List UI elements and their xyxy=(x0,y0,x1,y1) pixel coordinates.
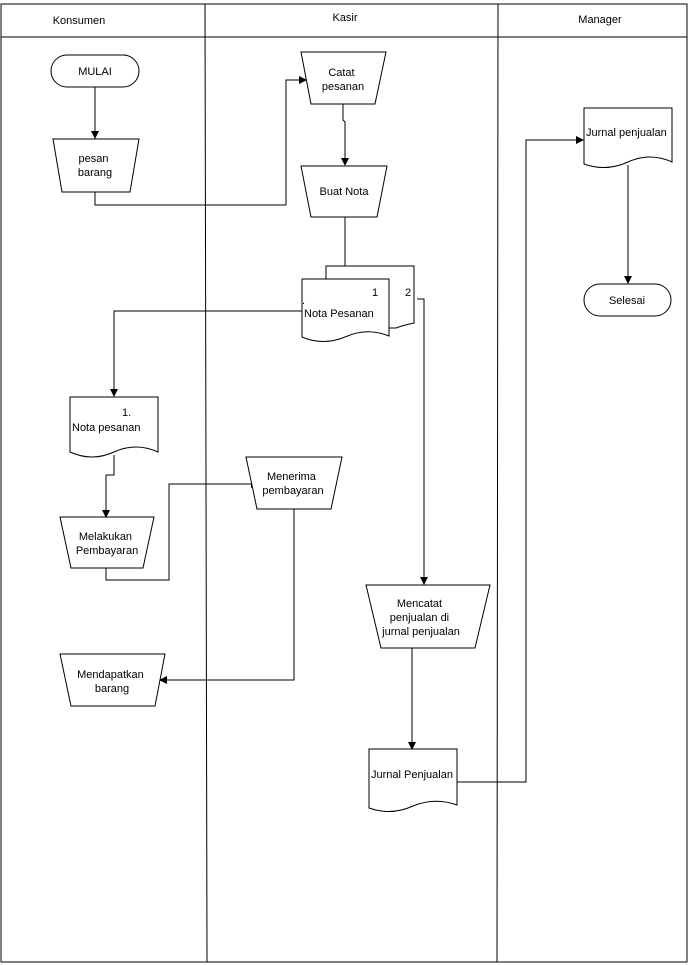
connector-nota-notakonsumen xyxy=(110,310,302,397)
connector-nota2-mencatat xyxy=(417,298,428,585)
diagram-frame xyxy=(0,3,688,963)
nota-pesanan-copy-1 xyxy=(301,278,390,342)
nota-pesanan-label: Nota Pesanan xyxy=(304,308,374,320)
connector-menerima-mendapatkan xyxy=(159,509,295,684)
jurnal-penjualan-manager-document: Jurnal penjualan xyxy=(583,107,673,168)
nota-copy-1-number: 1 xyxy=(372,287,378,299)
jurnal-penjualan-kasir-document: Jurnal Penjualan xyxy=(368,748,458,812)
jurnal-penjualan-manager-label: Jurnal penjualan xyxy=(586,127,667,139)
nota-dot: . xyxy=(302,295,305,307)
nota-konsumen-copy-number: 1. xyxy=(122,407,131,419)
nota-pesanan-document-stack: 2 1 . Nota Pesanan xyxy=(301,265,415,342)
lane-title-kasir: Kasir xyxy=(332,12,357,24)
buat-nota-label: Buat Nota xyxy=(320,186,370,198)
mendapatkan-barang-step: Mendapatkan barang xyxy=(59,653,166,707)
end-terminator: Selesai xyxy=(583,283,672,317)
melakukan-pembayaran-step: Melakukan Pembayaran xyxy=(59,516,155,569)
connector-catat-buatnota xyxy=(341,104,349,166)
connector-pesan-catat xyxy=(94,76,307,206)
end-label: Selesai xyxy=(609,295,645,307)
start-terminator: MULAI xyxy=(50,54,140,88)
lane-divider-2 xyxy=(496,3,499,963)
buat-nota-step: Buat Nota xyxy=(300,165,388,218)
pesan-barang-label: pesan barang xyxy=(78,153,112,179)
pesan-barang-step: pesan barang xyxy=(52,138,140,193)
menerima-pembayaran-label: Menerima pembayaran xyxy=(262,471,323,497)
start-label: MULAI xyxy=(78,66,112,78)
lane-title-manager: Manager xyxy=(578,14,622,26)
connector-jurnal-jurnalmanager xyxy=(457,136,584,783)
lane-title-konsumen: Konsumen xyxy=(53,15,106,27)
lane-divider-1 xyxy=(204,3,208,963)
catat-pesanan-step: Catat pesanan xyxy=(300,51,387,105)
nota-pesanan-konsumen-document: 1. Nota pesanan xyxy=(69,396,159,458)
melakukan-pembayaran-label: Melakukan Pembayaran xyxy=(76,531,138,557)
mencatat-penjualan-label: Mencatat penjualan di jurnal penjualan xyxy=(381,598,460,638)
mendapatkan-barang-label: Mendapatkan barang xyxy=(77,669,147,695)
connector-notakonsumen-melakukan xyxy=(102,455,115,518)
jurnal-penjualan-kasir-label: Jurnal Penjualan xyxy=(371,769,453,781)
nota-konsumen-label: Nota pesanan xyxy=(72,422,141,434)
catat-pesanan-label: Catat pesanan xyxy=(322,67,364,93)
connector-melakukan-menerima xyxy=(105,480,259,581)
menerima-pembayaran-step: Menerima pembayaran xyxy=(245,456,343,510)
nota-copy-2-number: 2 xyxy=(405,287,411,299)
mencatat-penjualan-step: Mencatat penjualan di jurnal penjualan xyxy=(365,584,491,649)
